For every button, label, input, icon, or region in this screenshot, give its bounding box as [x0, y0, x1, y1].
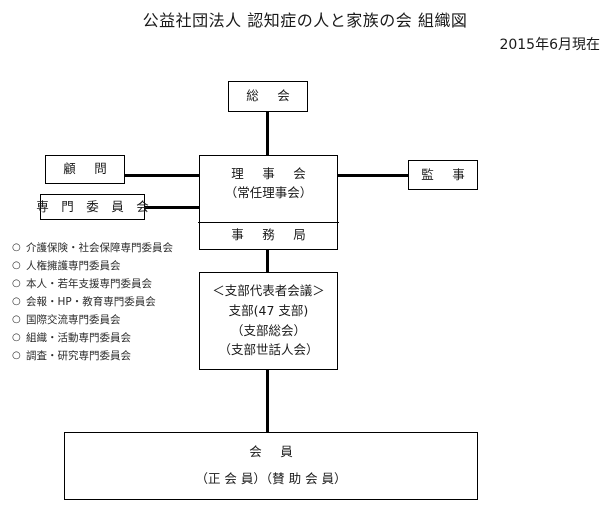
node-branch-line4: （支部世話人会） [218, 342, 319, 358]
node-expert-committee-label: 専 門 委 員 会 [36, 198, 149, 214]
committee-list-item-label: 国際交流専門委員会 [26, 313, 121, 326]
node-branch-line1: ＜支部代表者会議＞ [212, 283, 325, 298]
connector-branch-to-members [266, 369, 269, 434]
node-members: 会 員 （正 会 員）（賛 助 会 員） [64, 432, 478, 500]
node-branch-line2: 支部(47 支部) [228, 302, 309, 318]
node-expert-committee: 専 門 委 員 会 [36, 194, 149, 220]
committee-list-item: ○ 人権擁護専門委員会 [12, 256, 192, 274]
connector-committee-to-board [144, 206, 201, 209]
node-members-sublabel: （正 会 員）（賛 助 会 員） [195, 471, 347, 487]
board-secretariat-divider [198, 222, 339, 223]
committee-list-item: ○ 会報・HP・教育専門委員会 [12, 292, 192, 310]
committee-list-item: ○ 介護保険・社会保障専門委員会 [12, 238, 192, 256]
node-branch-line3: （支部総会） [230, 322, 306, 338]
node-members-label: 会 員 [249, 444, 296, 459]
committee-list-item: ○ 組織・活動専門委員会 [12, 328, 192, 346]
expert-committee-list: ○ 介護保険・社会保障専門委員会 ○ 人権擁護専門委員会 ○ 本人・若年支援専門委員会 ○ 会… [12, 238, 192, 364]
circle-bullet-icon: ○ [12, 259, 21, 271]
committee-list-item-label: 組織・活動専門委員会 [26, 331, 131, 344]
circle-bullet-icon: ○ [12, 331, 21, 343]
node-branch-representatives: ＜支部代表者会議＞ 支部(47 支部) （支部総会） （支部世話人会） [199, 272, 338, 370]
node-auditor: 監 事 [408, 160, 478, 190]
node-board-label: 理 事 会 [231, 166, 309, 181]
connector-board-to-auditor [337, 174, 409, 177]
committee-list-item-label: 本人・若年支援専門委員会 [26, 277, 152, 290]
committee-list-item-label: 介護保険・社会保障専門委員会 [26, 241, 173, 254]
connector-advisor-to-board [124, 174, 201, 177]
node-secretariat: 事 務 局 [200, 222, 337, 249]
node-general-meeting: 総 会 [228, 81, 308, 112]
committee-list-item: ○ 本人・若年支援専門委員会 [12, 274, 192, 292]
committee-list-item: ○ 調査・研究専門委員会 [12, 346, 192, 364]
node-board-of-directors: 理 事 会 （常任理事会） 事 務 局 [198, 155, 339, 250]
committee-list-item: ○ 国際交流専門委員会 [12, 310, 192, 328]
circle-bullet-icon: ○ [12, 349, 21, 361]
committee-list-item-label: 人権擁護専門委員会 [26, 259, 121, 272]
node-board-sublabel: （常任理事会） [224, 184, 313, 200]
node-advisor-label: 顧 問 [63, 161, 110, 177]
node-auditor-label: 監 事 [421, 166, 468, 182]
chart-date: 2015年6月現在 [499, 37, 600, 53]
circle-bullet-icon: ○ [12, 313, 21, 325]
node-advisor: 顧 問 [45, 155, 125, 184]
committee-list-item-label: 会報・HP・教育専門委員会 [26, 295, 156, 308]
page-title: 公益社団法人 認知症の人と家族の会 組織図 [142, 11, 468, 30]
connector-general-meeting-to-board [266, 111, 269, 157]
circle-bullet-icon: ○ [12, 241, 21, 253]
node-general-meeting-label: 総 会 [246, 88, 293, 104]
circle-bullet-icon: ○ [12, 295, 21, 307]
connector-secretariat-to-branch [266, 249, 269, 274]
circle-bullet-icon: ○ [12, 277, 21, 289]
node-secretariat-label: 事 務 局 [231, 227, 309, 243]
committee-list-item-label: 調査・研究専門委員会 [26, 349, 131, 362]
